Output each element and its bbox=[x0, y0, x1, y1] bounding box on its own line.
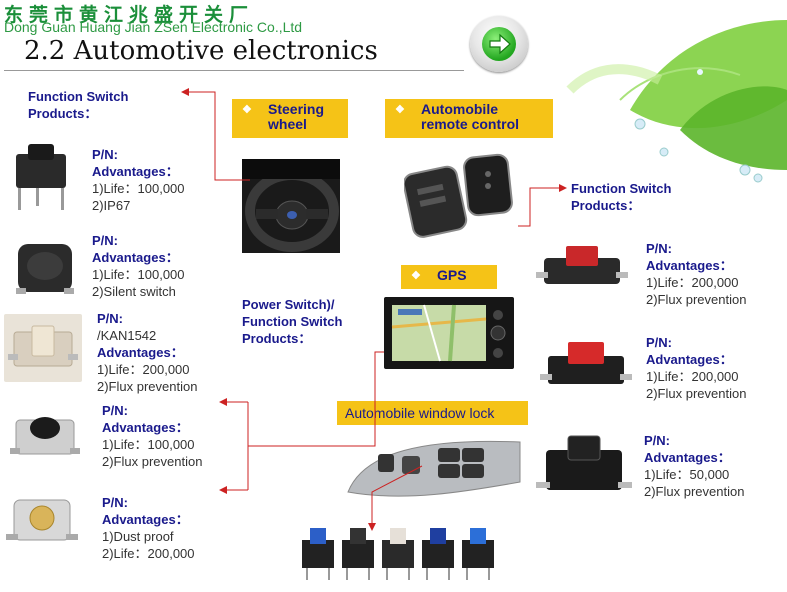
left-heading: Function Switch Products： bbox=[28, 89, 129, 121]
advantages-label: Advantages： bbox=[102, 420, 189, 435]
advantages-label: Advantages： bbox=[646, 258, 733, 273]
advantage-2: 2)Flux prevention bbox=[102, 454, 203, 469]
green-arrow-right-icon bbox=[482, 27, 516, 61]
tact-switch-image-2 bbox=[14, 238, 76, 300]
right-product-2: P/N: Advantages： 1)Life：200,000 2)Flux p… bbox=[646, 334, 776, 402]
smd-switch-image-red-2 bbox=[540, 334, 632, 394]
advantages-label: Advantages： bbox=[92, 250, 179, 265]
car-remote-image bbox=[402, 152, 518, 238]
advantages-label: Advantages： bbox=[644, 450, 731, 465]
gps-text: GPS bbox=[437, 267, 467, 283]
title-divider bbox=[4, 70, 464, 71]
advantage-2: 2)Flux prevention bbox=[644, 484, 745, 499]
gps-unit-image bbox=[384, 297, 514, 369]
window-lock-label: Automobile window lock bbox=[337, 401, 528, 425]
left-product-1: P/N: Advantages： 1)Life：100,000 2)IP67 bbox=[92, 146, 222, 214]
advantage-2: 2)Life：200,000 bbox=[102, 546, 195, 561]
part-number-label: P/N: bbox=[92, 233, 118, 248]
advantages-label: Advantages： bbox=[102, 512, 189, 527]
right-product-1: P/N: Advantages： 1)Life：200,000 2)Flux p… bbox=[646, 240, 776, 308]
part-number-label: P/N: bbox=[102, 403, 128, 418]
window-lock-text: Automobile window lock bbox=[345, 405, 495, 421]
tact-switch-image-4 bbox=[8, 404, 82, 468]
advantage-1: 1)Life：200,000 bbox=[97, 362, 190, 377]
left-product-4: P/N: Advantages： 1)Life：100,000 2)Flux p… bbox=[102, 402, 232, 470]
part-number-value: /KAN1542 bbox=[97, 328, 157, 343]
advantages-label: Advantages： bbox=[92, 164, 179, 179]
company-name-chinese: 东莞市黄江兆盛开关厂 bbox=[4, 4, 255, 26]
advantages-label: Advantages： bbox=[97, 345, 184, 360]
smd-switch-image-black bbox=[536, 426, 632, 502]
company-name-english: Dong Guan Huang Jian ZSen Electronic Co.… bbox=[4, 19, 303, 35]
advantage-2: 2)Silent switch bbox=[92, 284, 176, 299]
remote-control-label: ❖ Automobile remote control bbox=[385, 99, 553, 138]
advantage-1: 1)Dust proof bbox=[102, 529, 174, 544]
center-heading: Power Switch)/ Function Switch Products： bbox=[242, 297, 343, 346]
steering-wheel-label: ❖ Steering wheel bbox=[232, 99, 348, 138]
tact-switch-image-3 bbox=[4, 314, 82, 382]
page-title: 2.2 Automotive electronics bbox=[24, 36, 378, 66]
switch-row-image bbox=[300, 524, 520, 584]
remote-control-text: Automobile remote control bbox=[421, 101, 520, 132]
tact-switch-image-5 bbox=[4, 488, 80, 552]
part-number-label: P/N: bbox=[646, 241, 672, 256]
left-product-2: P/N: Advantages： 1)Life：100,000 2)Silent… bbox=[92, 232, 222, 300]
part-number-label: P/N: bbox=[92, 147, 118, 162]
right-heading: Function Switch Products： bbox=[571, 181, 672, 213]
leaf-decoration bbox=[551, 20, 787, 210]
advantage-1: 1)Life：100,000 bbox=[92, 181, 185, 196]
next-slide-button[interactable] bbox=[470, 16, 528, 72]
right-product-3: P/N: Advantages： 1)Life：50,000 2)Flux pr… bbox=[644, 432, 774, 500]
advantage-2: 2)Flux prevention bbox=[646, 292, 747, 307]
advantage-1: 1)Life：100,000 bbox=[102, 437, 195, 452]
steering-wheel-text: Steering wheel bbox=[268, 101, 325, 132]
advantage-1: 1)Life：200,000 bbox=[646, 275, 739, 290]
tact-switch-image-1 bbox=[8, 140, 74, 212]
part-number-label: P/N: bbox=[102, 495, 128, 510]
smd-switch-image-red-1 bbox=[536, 238, 628, 298]
advantage-1: 1)Life：100,000 bbox=[92, 267, 185, 282]
advantages-label: Advantages： bbox=[646, 352, 733, 367]
gps-label: ❖ GPS bbox=[401, 265, 497, 289]
part-number-label: P/N: bbox=[646, 335, 672, 350]
part-number-label: P/N: bbox=[644, 433, 670, 448]
advantage-2: 2)IP67 bbox=[92, 198, 131, 213]
advantage-1: 1)Life：50,000 bbox=[644, 467, 730, 482]
steering-wheel-image bbox=[242, 159, 340, 253]
left-product-5: P/N: Advantages： 1)Dust proof 2)Life：200… bbox=[102, 494, 232, 562]
advantage-2: 2)Flux prevention bbox=[97, 379, 198, 394]
left-product-3: P/N: /KAN1542 Advantages： 1)Life：200,000… bbox=[97, 310, 227, 395]
advantage-1: 1)Life：200,000 bbox=[646, 369, 739, 384]
part-number-label: P/N: bbox=[97, 311, 123, 326]
advantage-2: 2)Flux prevention bbox=[646, 386, 747, 401]
